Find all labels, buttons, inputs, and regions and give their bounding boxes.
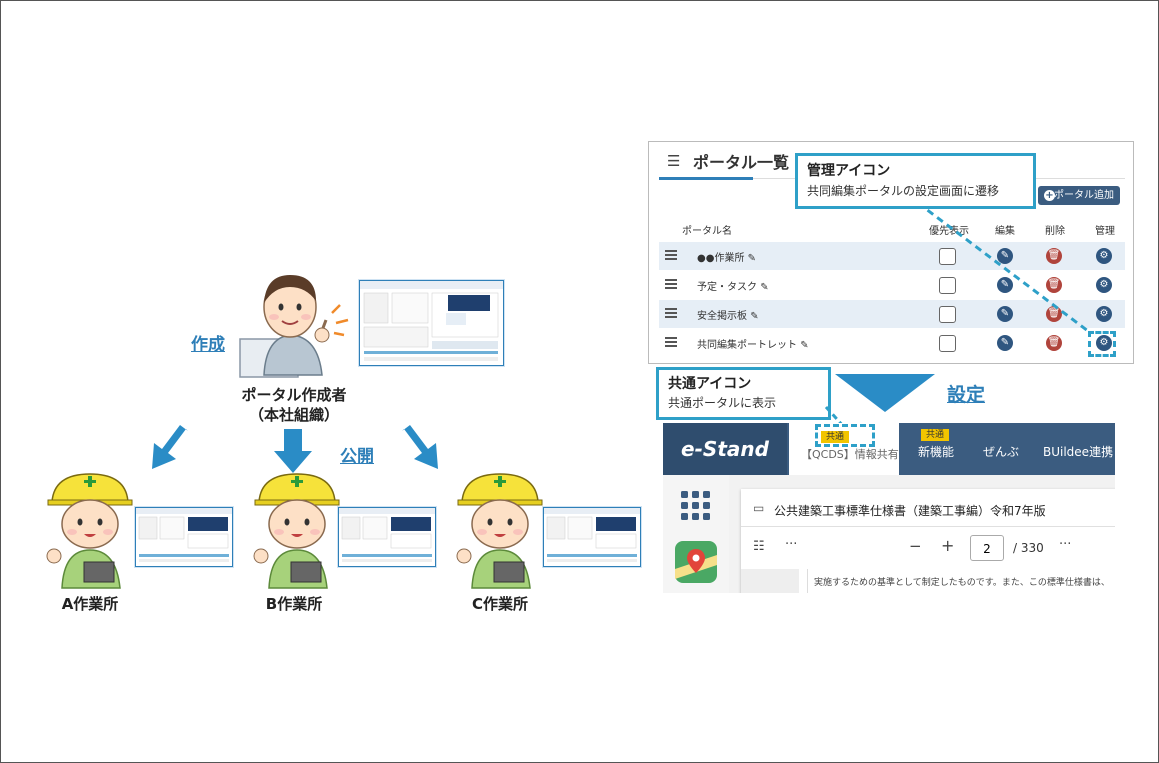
callout-description: 共同編集ポータルの設定画面に遷移 [807, 184, 1000, 198]
document-viewer: ▭ 公共建築工事標準仕様書（建築工事編）令和7年版 ☷ ··· − + 2 / … [741, 489, 1115, 593]
zoom-out-button[interactable]: − [909, 537, 922, 555]
thumbnail-pane [741, 569, 799, 593]
creator-label: ポータル作成者 [241, 386, 347, 404]
gear-icon[interactable]: ⚙ [1096, 306, 1112, 322]
gear-icon[interactable]: ⚙ [1096, 277, 1112, 293]
edit-icon[interactable]: ✎ [997, 306, 1013, 322]
nav-tab-all[interactable]: ぜんぶ [983, 445, 1020, 459]
delete-icon[interactable]: 🗑 [1046, 335, 1062, 351]
plus-icon: + [1044, 190, 1055, 201]
table-row: 安全掲示板 ✎ ✎ 🗑 ⚙ [659, 300, 1125, 328]
list-icon: ☰ [667, 152, 681, 170]
callout-title: 管理アイコン [807, 163, 891, 179]
toc-icon[interactable]: ☷ [753, 539, 765, 554]
creator-illustration [239, 275, 349, 378]
setting-label: 設定 [947, 384, 986, 406]
zoom-in-button[interactable]: + [941, 536, 955, 555]
callout-title: 共通アイコン [668, 376, 752, 392]
drag-handle-icon[interactable] [665, 279, 677, 289]
table-row: 共同編集ポートレット ✎ ✎ 🗑 ⚙ [659, 329, 1125, 357]
callout-connector [917, 201, 1089, 333]
pencil-icon: ✎ [750, 311, 759, 322]
delete-icon[interactable]: 🗑 [1046, 277, 1062, 293]
arrow-right-icon [402, 425, 438, 469]
edit-icon[interactable]: ✎ [997, 335, 1013, 351]
estand-logo: e-Stand [663, 423, 787, 475]
common-badge: 共通 [921, 429, 950, 441]
column-header-edit: 編集 [995, 226, 1015, 237]
site-c-label: C作業所 [471, 595, 528, 613]
page-content: 実施するための基準として制定したものです。また、この標準仕様書は、 [807, 569, 1115, 593]
site-b-label: B作業所 [265, 595, 323, 613]
edit-icon[interactable]: ✎ [997, 248, 1013, 264]
common-badge-highlight [815, 424, 875, 447]
nav-tab-label: 【QCDS】情報共有 [801, 448, 899, 461]
priority-checkbox[interactable] [939, 277, 956, 294]
nav-tab-qcds[interactable]: 共通 【QCDS】情報共有 [789, 423, 899, 475]
worker-c-illustration [456, 473, 543, 589]
site-b-portal-thumbnail [338, 507, 436, 567]
portal-list-title: ポータル一覧 [693, 153, 790, 172]
delete-icon[interactable]: 🗑 [1046, 306, 1062, 322]
gear-icon[interactable]: ⚙ [1096, 248, 1112, 264]
creator-portal-thumbnail [359, 280, 504, 366]
publish-arrows [152, 425, 438, 473]
site-c-portal-thumbnail [543, 507, 641, 567]
gear-icon[interactable]: ⚙ [1096, 335, 1112, 351]
manage-icon-callout: 管理アイコン 共同編集ポータルの設定画面に遷移 [795, 153, 1036, 209]
app-sidebar [663, 475, 729, 593]
active-tab-underline [659, 177, 753, 180]
drag-handle-icon[interactable] [665, 337, 677, 347]
map-app-icon[interactable] [675, 541, 717, 583]
drag-handle-icon[interactable] [665, 250, 677, 260]
nav-tab-new-features[interactable]: 新機能 [918, 445, 955, 459]
creator-sublabel: （本社組織） [248, 406, 339, 424]
portal-name: 共同編集ポートレット ✎ [697, 340, 809, 351]
table-row: ●●作業所 ✎ ✎ 🗑 ⚙ [659, 242, 1125, 270]
page-number-input[interactable]: 2 [970, 535, 1004, 561]
arrow-left-icon [152, 425, 188, 469]
delete-icon[interactable]: 🗑 [1046, 248, 1062, 264]
table-row: 予定・タスク ✎ ✎ 🗑 ⚙ [659, 271, 1125, 299]
publish-label: 公開 [340, 447, 374, 467]
estand-screen: e-Stand 共通 【QCDS】情報共有 共通 新機能 ぜんぶ BUildee… [663, 423, 1115, 593]
arrow-down-icon [274, 429, 312, 473]
more-icon[interactable]: ··· [1059, 537, 1072, 552]
site-a-portal-thumbnail [135, 507, 233, 567]
page-total: / 330 [1013, 541, 1044, 555]
add-portal-button[interactable]: + ポータル追加 [1038, 186, 1120, 205]
priority-checkbox[interactable] [939, 248, 956, 265]
pencil-icon: ✎ [747, 253, 757, 264]
nav-tab-buildee[interactable]: BUildee連携 [1043, 445, 1114, 459]
apps-grid-icon[interactable] [681, 491, 711, 521]
priority-checkbox[interactable] [939, 306, 956, 323]
column-header-manage: 管理 [1095, 226, 1115, 237]
callout-description: 共通ポータルに表示 [668, 396, 777, 410]
column-header-priority: 優先表示 [929, 226, 969, 237]
common-badge: 共通 [821, 431, 850, 443]
worker-b-illustration [253, 473, 340, 589]
edit-icon[interactable]: ✎ [997, 277, 1013, 293]
portal-name: 予定・タスク ✎ [697, 282, 769, 293]
worker-a-illustration [46, 473, 133, 589]
page-text: 実施するための基準として制定したものです。また、この標準仕様書は、 [814, 578, 1110, 588]
portal-name: 安全掲示板 ✎ [697, 311, 759, 322]
manage-icon-highlight [1088, 331, 1116, 357]
more-icon[interactable]: ··· [785, 537, 798, 552]
pencil-icon: ✎ [760, 282, 769, 293]
priority-checkbox[interactable] [939, 335, 956, 352]
portal-name: ●●作業所 ✎ [697, 253, 757, 264]
document-title: 公共建築工事標準仕様書（建築工事編）令和7年版 [774, 504, 1046, 518]
pencil-icon: ✎ [800, 340, 809, 351]
create-label: 作成 [191, 335, 225, 355]
document-icon: ▭ [753, 501, 765, 515]
site-a-label: A作業所 [61, 595, 119, 613]
triangle-down-icon [835, 374, 935, 412]
common-icon-callout: 共通アイコン 共通ポータルに表示 [656, 367, 831, 420]
column-header-delete: 削除 [1045, 226, 1065, 237]
drag-handle-icon[interactable] [665, 308, 677, 318]
column-header-name: ポータル名 [682, 226, 732, 237]
